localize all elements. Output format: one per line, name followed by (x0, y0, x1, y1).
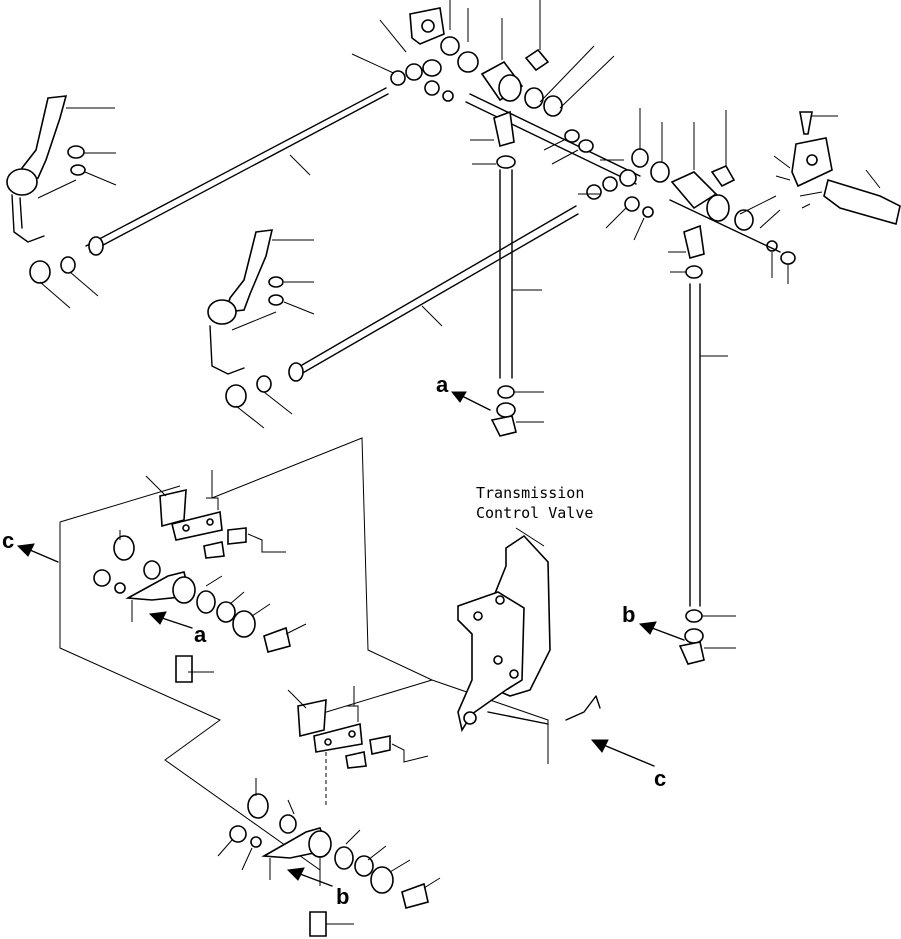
elbow-fitting-upper (470, 110, 594, 169)
control-rod-upper (29, 87, 389, 309)
shaft-housing-upper (390, 36, 641, 185)
nut-upper-left (37, 145, 117, 199)
annotation-line2: Control Valve (476, 504, 593, 522)
bracket-top (351, 0, 541, 77)
shaft-assembly-lower-middle (217, 778, 441, 937)
vertical-rod-b (678, 283, 736, 665)
callout-b-right: b (622, 602, 685, 641)
vertical-rod-a (490, 169, 544, 437)
elbow-fitting-right (668, 224, 705, 279)
control-rod-middle (225, 205, 579, 429)
shaft-assembly-lower-left (93, 530, 307, 683)
callout-b-label: b (622, 602, 635, 627)
lever-arm-upper-left (6, 95, 115, 243)
lever-arm-middle (207, 229, 315, 375)
callout-c-right: c (565, 695, 666, 791)
pin-bracket-right (773, 111, 901, 226)
bracket-lower-left (145, 470, 286, 559)
transmission-control-valve: Transmission Control Valve (457, 484, 593, 733)
callout-b-lower: b (286, 867, 349, 909)
callout-a-label: a (436, 372, 449, 397)
callout-a-upper: a (436, 372, 491, 411)
callout-b-lower-label: b (336, 884, 349, 909)
callout-c-left: c (2, 528, 59, 563)
callout-c-left-label: c (2, 528, 14, 553)
callout-c-right-label: c (654, 766, 666, 791)
shaft-housing-right (578, 108, 796, 284)
callout-a-lower-label: a (194, 622, 207, 647)
annotation-line1: Transmission (476, 484, 584, 502)
bracket-lower-middle (287, 686, 429, 808)
callout-a-lower: a (148, 611, 207, 647)
